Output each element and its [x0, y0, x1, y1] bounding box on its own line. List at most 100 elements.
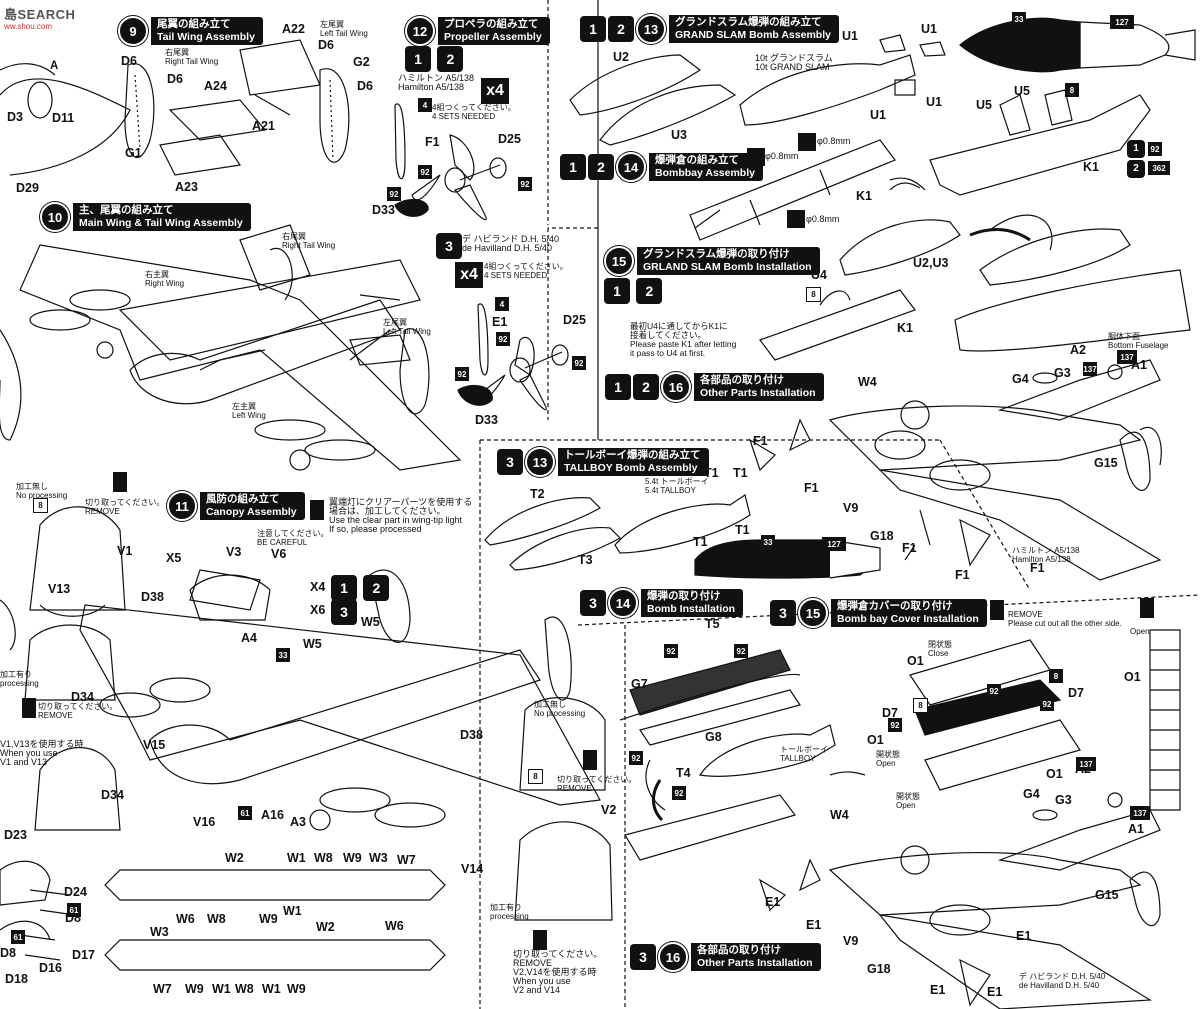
color-code: 92	[672, 786, 686, 800]
version-badge: 2	[363, 575, 390, 601]
sets-needed-note: 4組つくってください。4 SETS NEEDED	[432, 103, 516, 121]
cutter-icon	[990, 600, 1004, 620]
version-badge: 3	[630, 944, 656, 970]
part-label: G18	[867, 962, 891, 976]
part-label: W4	[858, 375, 877, 389]
open-label: Open	[1130, 627, 1150, 636]
k1-paste-note: 最初U4に通してからK1に接着してください。Please paste K1 af…	[630, 321, 737, 358]
part-label: U5	[1014, 84, 1030, 98]
color-code: 137	[1083, 362, 1097, 376]
color-code: 137	[1076, 757, 1096, 771]
part-label: X4	[310, 580, 326, 594]
part-label: V9	[843, 501, 859, 515]
part-label: V14	[461, 862, 484, 876]
part-label: E1	[492, 315, 508, 329]
part-label: D33	[475, 413, 498, 427]
section-15-versions: 1 2	[604, 278, 664, 304]
part-label: A1	[1128, 822, 1144, 836]
part-label: U5	[976, 98, 992, 112]
part-label: D6	[167, 72, 183, 86]
part-label: G3	[1054, 366, 1071, 380]
cutter-icon	[22, 698, 36, 718]
part-label: W3	[150, 925, 169, 939]
part-label: D24	[64, 885, 87, 899]
part-label: W5	[303, 637, 322, 651]
remove-note: 切り取ってください。REMOVE	[38, 702, 118, 720]
color-code: 92	[387, 187, 401, 201]
step-number: 15	[798, 598, 828, 628]
part-label: D23	[4, 828, 27, 842]
part-label: T5	[705, 617, 720, 631]
version-badge: 1	[605, 374, 631, 400]
color-code: 92	[1040, 697, 1054, 711]
part-label: A4	[241, 631, 257, 645]
part-label: W6	[176, 912, 195, 926]
step-number: 13	[636, 14, 666, 44]
part-label: W7	[153, 982, 172, 996]
part-label: T1	[704, 466, 719, 480]
version-badge: 2	[588, 154, 614, 180]
part-label: F1	[425, 135, 440, 149]
color-code: 137	[1117, 350, 1137, 364]
color-code: 92	[664, 644, 678, 658]
part-label: G1	[125, 146, 142, 160]
version-badge: 3	[497, 449, 523, 475]
color-code: 92	[518, 177, 532, 191]
drill-size: φ0.8mm	[806, 214, 840, 224]
canopy-versions: 1 2	[331, 575, 391, 601]
version-badge: 1	[560, 154, 586, 180]
part-label: W4	[830, 808, 849, 822]
step-number: 14	[616, 152, 646, 182]
part-label: X5	[166, 551, 182, 565]
version-badge: 3	[436, 233, 462, 259]
part-label: X6	[310, 603, 326, 617]
part-label: V1	[117, 544, 133, 558]
version-badge: 1	[604, 278, 630, 304]
version-badge: 1	[580, 16, 606, 42]
version-badge: 2	[636, 278, 663, 304]
part-label: V16	[193, 815, 216, 829]
color-code: 33	[276, 648, 290, 662]
part-label: F1	[804, 481, 819, 495]
part-label: W3	[369, 851, 388, 865]
color-code: 4	[418, 98, 432, 112]
part-label: A3	[290, 815, 306, 829]
part-label: U1	[842, 29, 858, 43]
part-label: G15	[1095, 888, 1119, 902]
part-label: K1	[856, 189, 872, 203]
part-label: W1	[283, 904, 302, 918]
clear-part-note: 翼端灯にクリアーパーツを使用する場合は、加工してください。Use the cle…	[329, 497, 473, 534]
drill-icon	[787, 210, 805, 228]
part-label: A22	[282, 22, 305, 36]
part-label: D6	[318, 38, 334, 52]
part-label: E1	[806, 918, 822, 932]
part-label: U3	[671, 128, 687, 142]
color-code: 92	[496, 332, 510, 346]
grandslam-versions: 1	[1127, 138, 1147, 158]
part-label: W9	[259, 912, 278, 926]
color-code: 127	[1110, 15, 1134, 29]
quantity-x4: x4	[481, 78, 509, 104]
part-label: D6	[357, 79, 373, 93]
part-label: V15	[143, 738, 166, 752]
propeller-versions-a: 1 2	[405, 46, 465, 72]
color-code: 362	[1148, 161, 1170, 175]
step-number: 13	[525, 447, 555, 477]
part-label: G4	[1012, 372, 1029, 386]
part-label: W8	[314, 851, 333, 865]
